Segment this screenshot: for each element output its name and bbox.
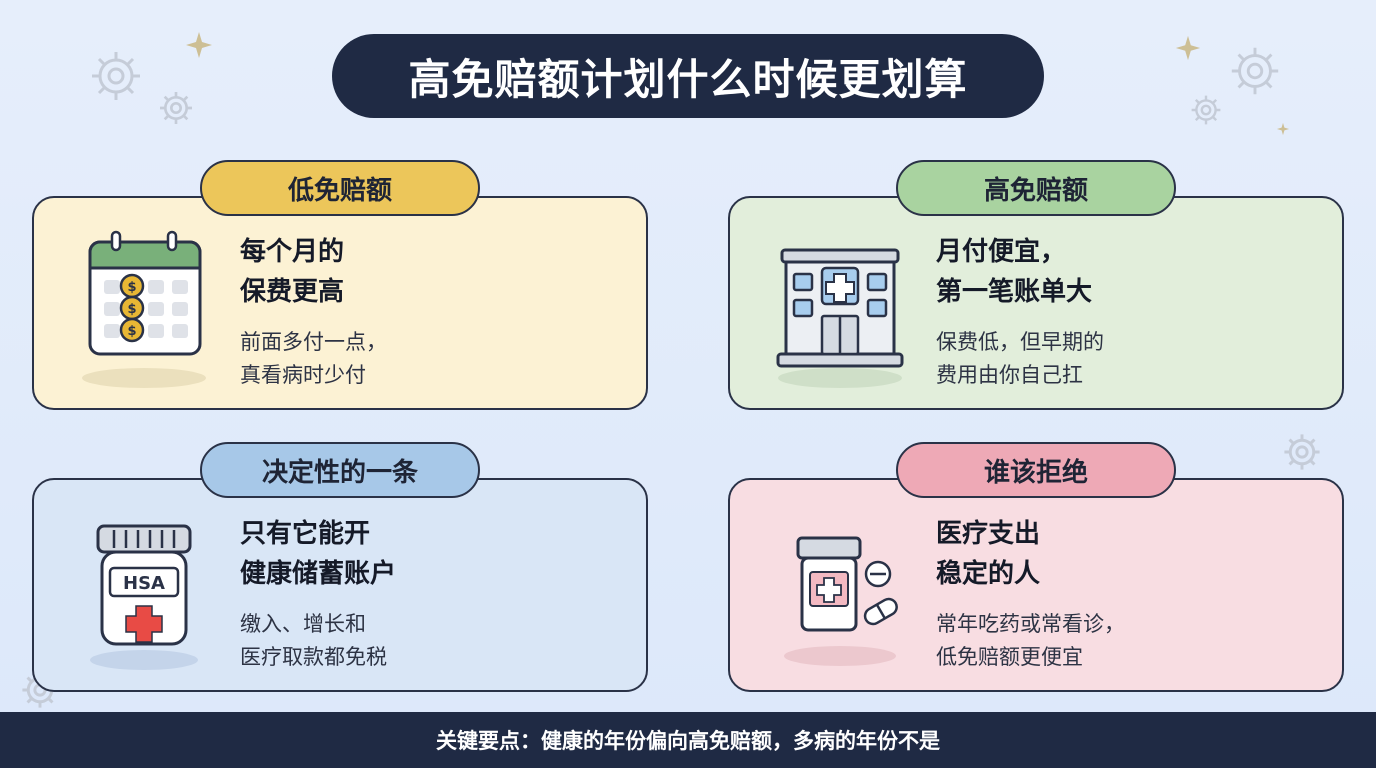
sparkle-icon: [1276, 122, 1290, 136]
sparkle-icon: [186, 32, 212, 58]
card-body: 保费低，但早期的 费用由你自己扛: [936, 330, 1104, 387]
card-heading: 只有它能开 健康储蓄账户: [240, 519, 397, 589]
tab-label: 高免赔额: [983, 175, 1088, 206]
card-body: 常年吃药或常看诊， 低免赔额更便宜: [936, 612, 1125, 669]
gear-icon: [1284, 434, 1320, 470]
gear-icon: [92, 52, 140, 100]
medicine-bottle-pills-icon: [784, 536, 898, 666]
page-title-text: 高免赔额计划什么时候更划算: [408, 54, 968, 104]
hospital-building-icon: [776, 248, 904, 388]
gear-icon: [1191, 95, 1221, 125]
gear-icon: [160, 92, 192, 124]
svg-text:$: $: [127, 302, 136, 317]
tab-who-should-decline: 谁该拒绝: [896, 442, 1176, 498]
card-body: 缴入、增长和 医疗取款都免税: [240, 612, 387, 669]
tab-label: 谁该拒绝: [983, 457, 1088, 488]
gear-icon: [1231, 47, 1279, 95]
card-body: 前面多付一点， 真看病时少付: [240, 330, 387, 387]
card-heading: 每个月的 保费更高: [240, 237, 345, 307]
tab-high-deductible: 高免赔额: [896, 160, 1176, 216]
tab-label: 低免赔额: [287, 175, 392, 206]
calendar-coins-icon: $ $ $: [82, 230, 206, 388]
key-takeaway-text: 关键要点：健康的年份偏向高免赔额，多病的年份不是: [436, 729, 940, 753]
tab-low-deductible: 低免赔额: [200, 160, 480, 216]
tab-decisive-factor: 决定性的一条: [200, 442, 480, 498]
card-heading: 医疗支出 稳定的人: [936, 519, 1041, 589]
key-takeaway-banner: 关键要点：健康的年份偏向高免赔额，多病的年份不是: [0, 712, 1376, 768]
sparkle-icon: [1175, 35, 1201, 61]
tab-label: 决定性的一条: [261, 457, 418, 488]
hsa-jar-icon: HSA: [90, 524, 198, 670]
card-heading: 月付便宜， 第一笔账单大: [936, 237, 1093, 307]
page-title: 高免赔额计划什么时候更划算: [332, 34, 1044, 118]
svg-text:$: $: [127, 280, 136, 295]
svg-text:$: $: [127, 324, 136, 339]
hsa-label: HSA: [123, 573, 165, 594]
